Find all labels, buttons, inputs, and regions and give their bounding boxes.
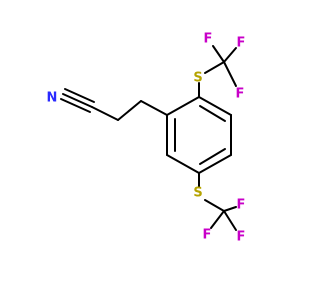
bond-s2-c	[204, 199, 225, 212]
atom-nitrogen: N	[47, 91, 58, 106]
bond-chain-2	[117, 100, 142, 121]
bond-nitrile-c	[60, 98, 91, 113]
atom-sulfur-upper: S	[193, 71, 202, 86]
bond-c-f4	[223, 206, 237, 212]
bond-ring-4-inner	[199, 148, 226, 165]
atom-fluorine-1: F	[204, 32, 213, 47]
bond-chain-3	[91, 106, 119, 121]
bond-c-f3	[223, 61, 237, 87]
bond-ring-1	[166, 96, 200, 116]
bonds	[60, 45, 237, 231]
bond-c-f2	[223, 47, 237, 63]
bond-ring-2	[198, 96, 232, 116]
atom-fluorine-6: F	[237, 230, 246, 245]
bond-c-f1	[212, 45, 225, 63]
bond-c-f6	[223, 210, 237, 231]
bond-ring-4	[198, 154, 232, 174]
atom-fluorine-5: F	[203, 228, 212, 243]
bond-c-f5	[210, 210, 225, 229]
molecule-diagram: N S F F F S F F F	[47, 32, 246, 245]
atom-fluorine-3: F	[236, 87, 245, 102]
bond-s1-c	[204, 61, 225, 74]
bond-chain-1	[140, 100, 168, 116]
atom-sulfur-lower: S	[193, 186, 202, 201]
bond-ring-2-inner	[199, 105, 226, 122]
atom-fluorine-2: F	[237, 36, 246, 51]
atom-fluorine-4: F	[237, 198, 246, 213]
bond-nitrile-a	[62, 93, 93, 108]
bond-nitrile-b	[64, 88, 95, 103]
atom-labels: N S F F F S F F F	[47, 32, 246, 245]
bond-ring-5	[166, 154, 200, 174]
